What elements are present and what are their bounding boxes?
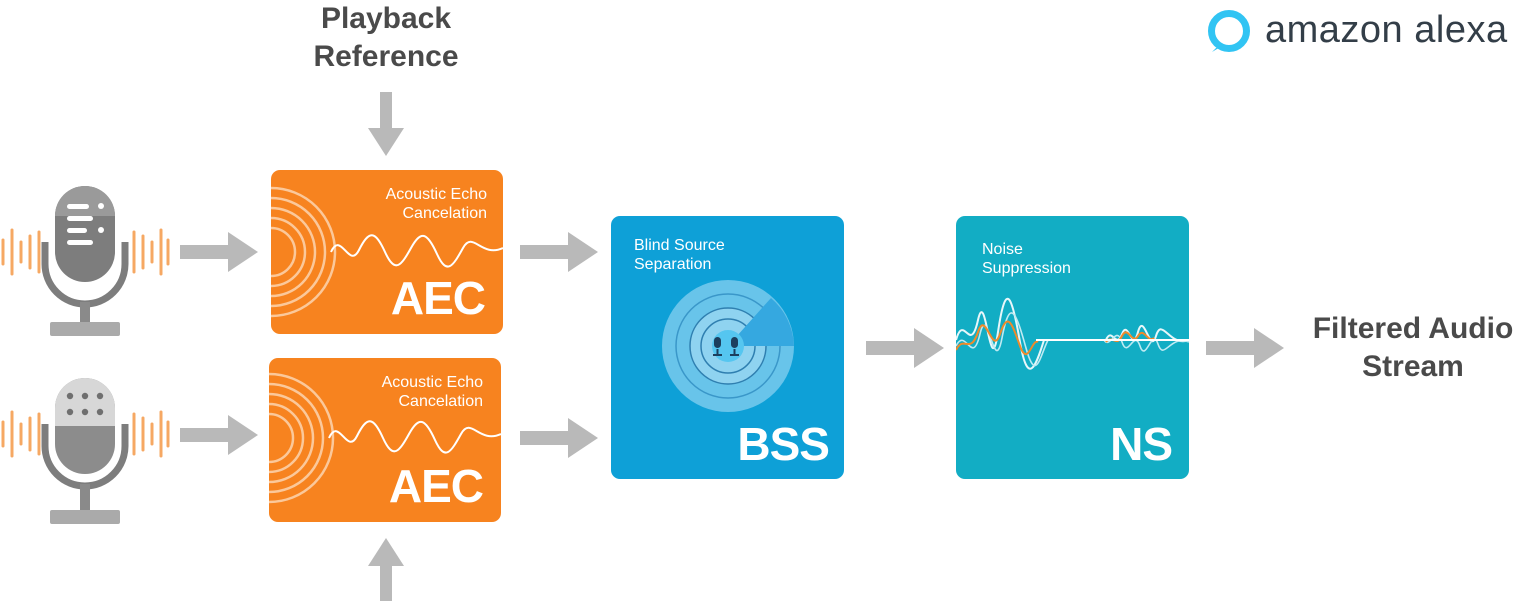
brand-wordmark: amazon alexa — [1265, 9, 1508, 51]
playback-reference-label: Playback Reference — [313, 2, 459, 73]
aec-abbr: AEC — [388, 460, 484, 512]
arrow-icon — [1206, 328, 1284, 368]
waveform-icon — [956, 297, 1189, 370]
arrow-icon — [180, 232, 258, 272]
arrow-icon — [866, 328, 944, 368]
aec-subtitle: Acoustic Echo Cancelation — [381, 374, 483, 410]
arrow-icon — [368, 538, 404, 601]
arrow-icon — [368, 92, 404, 156]
arrow-icon — [520, 232, 598, 272]
bss-block: Blind Source Separation BSS — [611, 216, 844, 479]
ns-abbr: NS — [1110, 418, 1173, 470]
ns-subtitle: Noise Suppression — [982, 241, 1071, 277]
speaker-rings-icon — [269, 372, 501, 504]
ns-block: Noise Suppression NS — [956, 216, 1189, 479]
microphone-icon — [1, 186, 170, 336]
alexa-ring-icon — [1208, 10, 1250, 52]
speaker-rings-icon — [271, 186, 503, 318]
arrow-icon — [520, 418, 598, 458]
aec-subtitle: Acoustic Echo Cancelation — [385, 186, 487, 222]
aec-block-top: Acoustic Echo Cancelation AEC — [271, 170, 503, 334]
bss-subtitle: Blind Source Separation — [634, 237, 725, 273]
radar-icon — [662, 280, 794, 412]
aec-block-bottom: Acoustic Echo Cancelation AEC — [269, 358, 501, 522]
filtered-audio-stream-label: Filtered Audio Stream — [1312, 312, 1514, 383]
bss-abbr: BSS — [737, 418, 830, 470]
microphone-icon — [1, 378, 170, 524]
aec-abbr: AEC — [390, 272, 486, 324]
arrow-icon — [180, 415, 258, 455]
